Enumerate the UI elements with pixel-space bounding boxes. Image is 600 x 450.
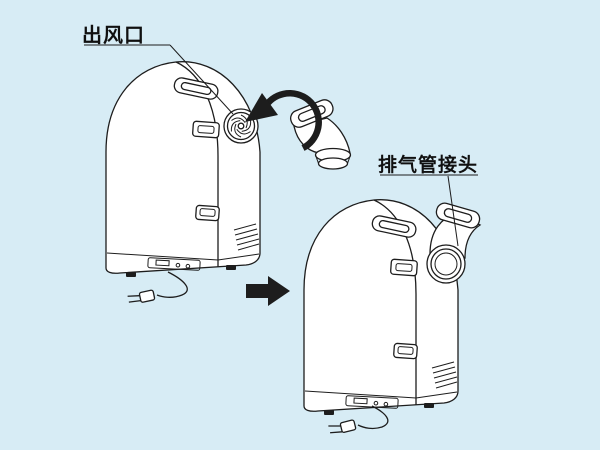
power-cord-before <box>156 271 188 298</box>
power-plug-after <box>328 419 357 434</box>
machine-before <box>105 61 261 303</box>
exhaust-elbow-attached <box>426 202 482 284</box>
power-cord-after <box>357 405 389 430</box>
power-plug-before <box>127 289 156 303</box>
machine-after <box>303 199 482 434</box>
exhaust-connector-label: 排气管接头 <box>378 154 479 176</box>
air-outlet-label: 出风口 <box>82 23 145 47</box>
leader-line-exhaust-connector <box>380 174 478 247</box>
leader-line-air-outlet <box>84 44 234 115</box>
rotation-arrow-icon <box>245 90 322 151</box>
step-arrow-icon <box>246 276 290 306</box>
